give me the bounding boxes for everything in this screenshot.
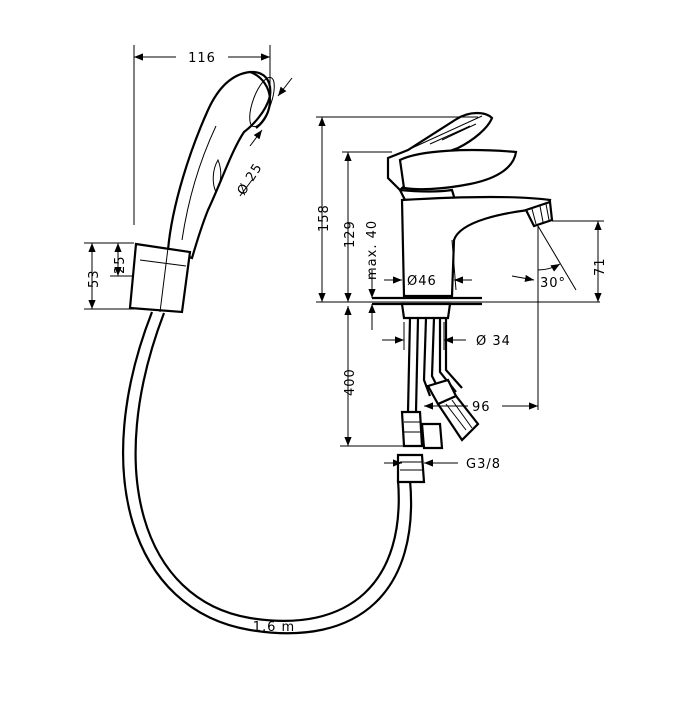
dim-diameter-25-label: Ø 25: [235, 161, 266, 199]
dim-116-label: 116: [188, 51, 216, 66]
dim-diameter-34-label: Ø 34: [476, 334, 511, 349]
dim-158-label: 158: [317, 204, 332, 232]
basin-mixer: [372, 111, 554, 450]
dim-53-label: 53: [87, 269, 102, 288]
dim-96-label: 96: [472, 400, 491, 415]
dim-1-6m-label: 1,6 m: [253, 620, 295, 635]
dim-71-label: 71: [593, 257, 608, 276]
dimension-lines: [84, 45, 604, 467]
dim-max-40-label: max. 40: [365, 220, 380, 280]
dim-129-label: 129: [343, 220, 358, 248]
dim-diameter-46-label: Ø46: [407, 274, 437, 289]
dim-25-label: 25: [113, 255, 128, 274]
hand-shower: [122, 70, 426, 635]
dim-30-degree-label: 30°: [540, 276, 566, 291]
dim-400-label: 400: [343, 368, 358, 396]
dim-g3-8-label: G3/8: [466, 457, 501, 472]
